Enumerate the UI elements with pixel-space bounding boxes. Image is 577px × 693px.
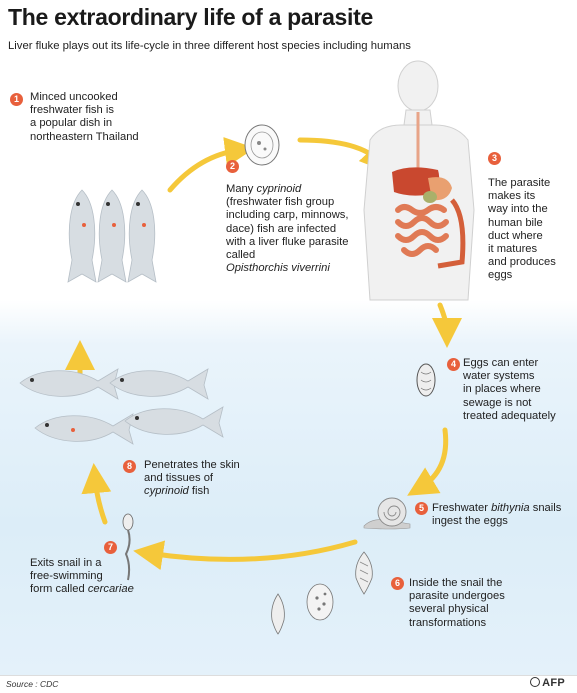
step-3-line: duct where xyxy=(488,229,543,242)
step-3-line: it matures xyxy=(488,243,538,256)
step-4-text: Eggs can enter water systems in places w… xyxy=(463,357,556,423)
step-8-badge: 8 xyxy=(123,460,136,473)
step-8-fish-name: cyprinoid xyxy=(144,485,189,498)
step-4-line: in places where xyxy=(463,383,541,396)
step-3-badge: 3 xyxy=(488,152,501,165)
liver-icon xyxy=(392,167,440,196)
page-subtitle: Liver fluke plays out its life-cycle in … xyxy=(8,40,411,52)
larva-icon xyxy=(355,551,373,595)
source-credit: Source : CDC xyxy=(6,679,59,689)
agency-logo: AFP xyxy=(530,677,565,689)
step-1-line: northeastern Thailand xyxy=(30,130,139,143)
page-title: The extraordinary life of a parasite xyxy=(8,4,373,30)
step-5-line: Freshwater bithynia snails xyxy=(432,502,561,515)
egg-icon xyxy=(244,124,280,166)
snail-icon xyxy=(363,497,411,530)
fish-icon-group-top xyxy=(67,189,157,283)
step-4-line: sewage is not xyxy=(463,396,532,409)
agency-name: AFP xyxy=(542,677,565,689)
larva-icon xyxy=(306,583,334,621)
step-5-text-pre: Freshwater xyxy=(432,502,492,514)
fish-icon xyxy=(34,413,134,445)
step-5-snail-name: bithynia xyxy=(491,502,530,514)
step-5-text: Freshwater bithynia snails ingest the eg… xyxy=(432,502,561,528)
step-2-line: including carp, minnows, xyxy=(226,209,349,222)
step-7-line: Exits snail in a xyxy=(30,557,102,569)
arrow-7-to-8 xyxy=(81,463,112,525)
step-5-line: ingest the eggs xyxy=(432,515,508,528)
step-1-badge: 1 xyxy=(10,93,23,106)
step-2-line: with a liver fluke parasite xyxy=(226,235,349,248)
fish-icon xyxy=(97,189,127,283)
step-7-line: form called cercariae xyxy=(30,583,134,596)
step-4-badge: 4 xyxy=(447,358,460,371)
step-2-fish-name: cyprinoid xyxy=(256,183,302,195)
step-1-line: freshwater fish is xyxy=(30,104,114,117)
cycle-arrows xyxy=(65,136,462,571)
step-1-text: Minced uncooked freshwater fish is a pop… xyxy=(30,91,139,144)
fish-icon xyxy=(19,368,119,400)
step-2-text: Many cyprinoid (freshwater fish group in… xyxy=(226,183,349,275)
step-6-badge: 6 xyxy=(391,577,404,590)
step-1-line: a popular dish in xyxy=(30,117,113,130)
cercaria-icon xyxy=(122,513,134,581)
step-6-line: several physical xyxy=(409,603,489,616)
step-7-line: free-swimming xyxy=(30,570,103,583)
step-4-line: water systems xyxy=(463,370,535,383)
step-3-line: human bile xyxy=(488,216,543,229)
step-8-text: Penetrates the skin and tissues of cypri… xyxy=(144,459,240,499)
step-2-badge: 2 xyxy=(226,160,239,173)
step-2-line: Many cyprinoid xyxy=(226,183,349,196)
step-8-line: cyprinoid fish xyxy=(144,485,240,498)
fish-icon xyxy=(124,406,224,438)
step-3-line: and produces xyxy=(488,256,556,269)
step-3-line: makes its xyxy=(488,190,536,203)
step-3-line: way into the xyxy=(488,203,548,216)
step-8-text-post: fish xyxy=(188,485,210,498)
step-7-text-pre: form called xyxy=(30,583,88,596)
step-2-text-pre: Many xyxy=(226,183,257,195)
step-5-badge: 5 xyxy=(415,502,428,515)
step-3-text: The parasite makes its way into the huma… xyxy=(488,177,556,283)
fish-icon xyxy=(67,189,97,283)
fish-icon-group-swimming xyxy=(19,368,224,445)
footer-bar xyxy=(0,675,577,693)
step-7-cercariae: cercariae xyxy=(87,583,134,596)
human-body-icon xyxy=(363,60,475,301)
step-5-text-post: snails xyxy=(529,502,562,514)
fish-icon xyxy=(109,368,209,400)
step-4-line: Eggs can enter xyxy=(463,357,539,369)
step-8-line: and tissues of xyxy=(144,472,214,485)
step-8-line: Penetrates the skin xyxy=(144,459,240,471)
arrow-3-to-4 xyxy=(431,302,462,348)
afp-logo-icon xyxy=(530,677,541,687)
arrow-5-to-7 xyxy=(133,539,358,571)
step-6-line: parasite undergoes xyxy=(409,590,505,603)
step-7-text: Exits snail in a free-swimming form call… xyxy=(30,557,134,597)
step-7-badge: 7 xyxy=(104,541,117,554)
arrow-4-to-5 xyxy=(407,427,449,496)
egg-icon xyxy=(416,363,436,397)
step-6-line: transformations xyxy=(409,616,487,629)
larva-icon xyxy=(271,593,285,635)
arrow-1-to-2 xyxy=(167,136,255,193)
step-2-line: called xyxy=(226,249,256,262)
step-2-line: (freshwater fish group xyxy=(226,196,335,209)
step-2-line: dace) fish are infected xyxy=(226,222,337,235)
intestines-icon xyxy=(395,204,449,257)
fish-icon xyxy=(127,189,157,283)
step-6-line: Inside the snail the xyxy=(409,577,503,589)
step-3-line: The parasite xyxy=(488,177,551,189)
step-6-text: Inside the snail the parasite undergoes … xyxy=(409,577,505,630)
step-4-line: treated adequately xyxy=(463,409,556,422)
larva-icon-group xyxy=(271,551,373,635)
step-3-line: eggs xyxy=(488,269,513,282)
step-1-line: Minced uncooked xyxy=(30,91,118,103)
step-2-species: Opisthorchis viverrini xyxy=(226,262,330,275)
